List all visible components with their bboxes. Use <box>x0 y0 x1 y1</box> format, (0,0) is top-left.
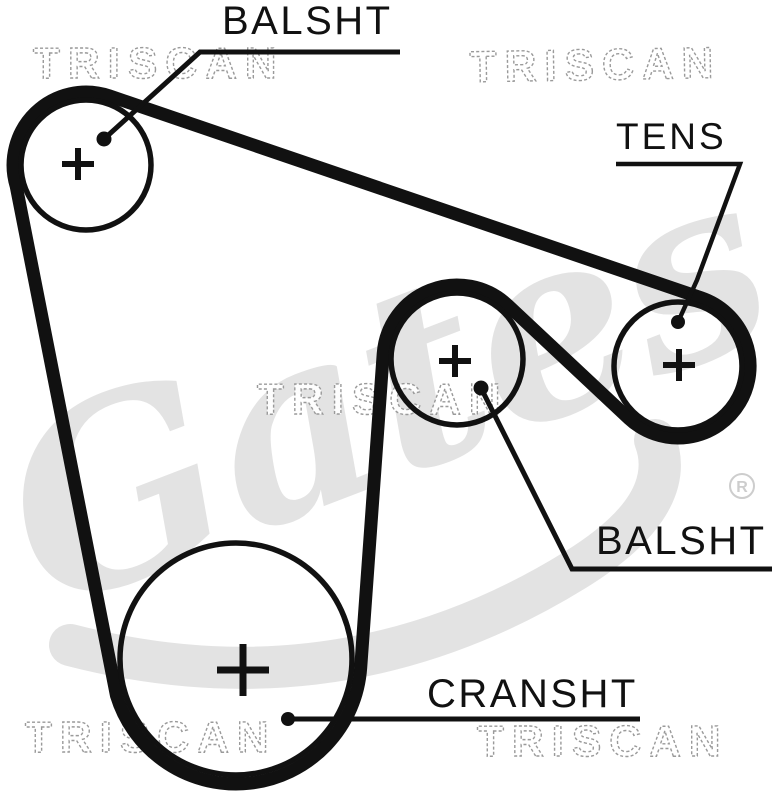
cross-icon-balsht-mid <box>439 345 471 377</box>
leader-dot-tens <box>671 315 685 329</box>
pulley-labels: BALSHT TENS BALSHT CRANSHT <box>222 0 767 716</box>
cross-icon-tens <box>663 349 695 381</box>
leader-balsht-mid <box>478 386 772 572</box>
timing-belt <box>6 85 757 791</box>
leader-tens <box>616 161 744 323</box>
pulley-balance-shaft-middle <box>388 290 526 428</box>
triscan-watermarks: TRISCAN TRISCAN TRISCAN TRISCAN TRISCAN <box>24 38 729 767</box>
pulley-crankshaft <box>117 540 355 778</box>
leader-dot-cransht <box>281 712 295 726</box>
pulley-balance-shaft-top-left <box>18 97 154 233</box>
triscan-watermark-bottom-right: TRISCAN <box>477 717 729 766</box>
registered-trademark-icon: R <box>729 473 755 499</box>
pulleys <box>18 97 745 778</box>
leader-balsht-top <box>102 49 400 141</box>
cross-icon-balsht-top <box>62 148 94 180</box>
registered-circle <box>729 473 755 499</box>
registered-letter: R <box>736 479 748 496</box>
label-cransht: CRANSHT <box>427 672 638 716</box>
label-balsht-mid: BALSHT <box>596 519 767 563</box>
pulley-center-crosses <box>62 148 695 696</box>
gates-swoosh <box>49 419 681 689</box>
leader-dot-balsht-mid <box>473 380 489 396</box>
leader-dots <box>96 131 685 726</box>
cross-icon-cransht <box>217 644 269 696</box>
triscan-watermark-top-left: TRISCAN <box>33 39 285 88</box>
triscan-watermark-top-right: TRISCAN <box>469 39 721 92</box>
pulley-tensioner <box>611 299 745 433</box>
label-balsht-top: BALSHT <box>222 0 393 43</box>
leader-lines <box>102 49 772 722</box>
leader-dot-balsht-top <box>96 131 112 147</box>
label-tens: TENS <box>616 116 727 157</box>
